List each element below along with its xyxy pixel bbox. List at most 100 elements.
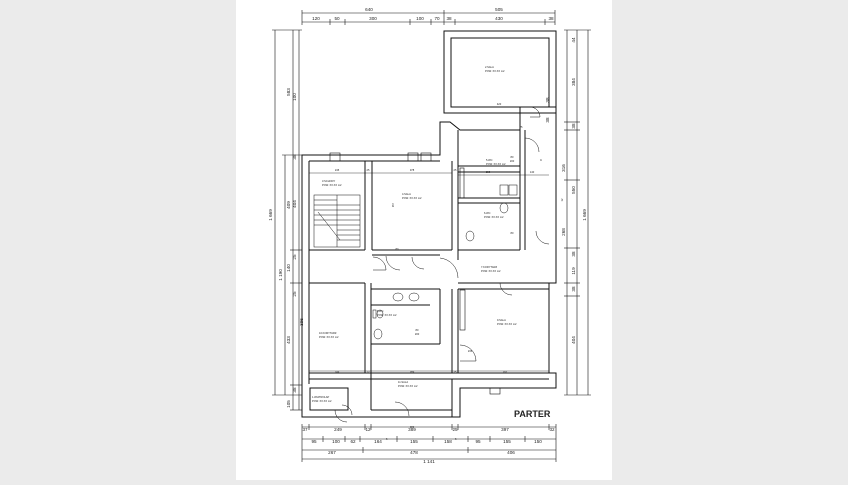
dim-interior: 12 bbox=[560, 198, 564, 201]
dim-interior: 25 bbox=[520, 125, 523, 129]
dim-interior: 140 bbox=[530, 170, 535, 174]
room-sublabel-1: POW. XX.XX m2 bbox=[312, 399, 332, 403]
dim-top-seg: 300 bbox=[369, 16, 377, 21]
room-sublabel-8: POW. XX.XX m2 bbox=[377, 313, 397, 317]
dim-right-outer: 316 bbox=[561, 164, 566, 172]
dim-right-outer: 119 bbox=[571, 267, 576, 275]
room-sublabel-4: POW. XX.XX m2 bbox=[402, 196, 422, 200]
room-sublabel-9: POW. XX.XX m2 bbox=[497, 322, 517, 326]
dim-bottom-row2: 62 bbox=[350, 439, 356, 444]
left-dimension-lines bbox=[272, 29, 302, 411]
dim-bottom-row3: 478 bbox=[410, 450, 418, 455]
dim-bottom-row1: 37 bbox=[302, 427, 308, 432]
dim-left-outer: 105 bbox=[286, 400, 291, 408]
drawing-sheet: 640 505 120 50 300 100 70 38 430 38 1 66… bbox=[236, 0, 612, 480]
room-label-5: 5.WC bbox=[486, 158, 493, 162]
room-label-11: 11.SALA bbox=[398, 380, 408, 384]
dim-right-inner: 44 bbox=[571, 37, 576, 43]
dim-top-overall-right: 505 bbox=[495, 7, 503, 12]
dim-top-seg: 50 bbox=[334, 16, 340, 21]
dim-bottom-row2: 164 bbox=[374, 439, 382, 444]
dim-interior: 235 bbox=[468, 349, 473, 353]
room-sublabel-3: POW. XX.XX m2 bbox=[322, 183, 342, 187]
dim-top-seg: 38 bbox=[446, 16, 452, 21]
dim-bottom-row2: 150 bbox=[534, 439, 542, 444]
dim-right-overall: 1 669 bbox=[582, 209, 587, 221]
dim-interior: 357 bbox=[391, 202, 395, 207]
dim-bottom-row2: 158 bbox=[444, 439, 452, 444]
room-label-1: 1.WIATROLAP bbox=[312, 395, 330, 399]
dim-right-inner: 38 bbox=[545, 117, 550, 123]
dim-left-outer: 583 bbox=[286, 88, 291, 96]
dim-left-outer: 433 bbox=[286, 336, 291, 344]
dim-bottom-row2-sup: 5 bbox=[455, 437, 457, 441]
dim-left-inner: 404 bbox=[292, 200, 297, 208]
room-sublabel-11: POW. XX.XX m2 bbox=[398, 384, 418, 388]
dim-interior: 420 bbox=[497, 102, 502, 106]
dim-right-outer: 550 bbox=[571, 186, 576, 194]
room-label-10: 10.KORYTARZ bbox=[319, 331, 337, 335]
room-sublabel-10: POW. XX.XX m2 bbox=[319, 335, 339, 339]
dim-right-inner: 38 bbox=[545, 97, 550, 103]
dim-interior: 25 bbox=[454, 168, 457, 172]
drawing-title: PARTER bbox=[514, 409, 551, 419]
dim-interior: 80 bbox=[396, 247, 399, 251]
room-sublabel-2: POW. XX.XX m2 bbox=[485, 69, 505, 73]
dim-left-inner: 25 bbox=[292, 291, 297, 297]
dim-interior: 80 bbox=[511, 155, 514, 159]
dim-bottom-row2: 155 bbox=[410, 439, 418, 444]
dim-bottom-row2: 100 bbox=[332, 439, 340, 444]
dim-bottom-row2: 155 bbox=[503, 439, 511, 444]
dim-bottom-row1: 389 bbox=[408, 427, 416, 432]
dim-bottom-row3: 267 bbox=[328, 450, 336, 455]
room-label-9: 9.SALA bbox=[497, 318, 506, 322]
dim-left-outer: 140 bbox=[286, 264, 291, 272]
dim-bottom-row3: 406 bbox=[507, 450, 515, 455]
dim-right-outer: 404 bbox=[571, 336, 576, 344]
floor-plan: 640 505 120 50 300 100 70 38 430 38 1 66… bbox=[268, 7, 591, 464]
dim-top-seg: 120 bbox=[312, 16, 320, 21]
dim-left-inner: 100 bbox=[292, 93, 297, 101]
dim-right-inner: 38 bbox=[571, 286, 576, 292]
dim-top-seg: 70 bbox=[434, 16, 440, 21]
dim-top-overall-left: 640 bbox=[365, 7, 373, 12]
room-sublabel-7: POW. XX.XX m2 bbox=[481, 269, 501, 273]
dim-bottom-overall: 1 141 bbox=[423, 459, 435, 464]
dim-interior: 25 bbox=[367, 168, 370, 172]
staircase bbox=[313, 194, 361, 248]
dim-interior: 8 bbox=[539, 159, 543, 161]
dim-bottom-row1: 249 bbox=[334, 427, 342, 432]
sanitary-fixtures bbox=[372, 184, 518, 340]
room-label-6: 6.WC bbox=[484, 211, 491, 215]
dim-top-seg: 430 bbox=[495, 16, 503, 21]
dim-bottom-row2: 95 bbox=[311, 439, 317, 444]
dim-right-outer: 384 bbox=[571, 78, 576, 86]
interior-dim-lines bbox=[309, 106, 549, 372]
dim-interior: 397 bbox=[503, 370, 508, 374]
dim-left-inner: 25 bbox=[292, 254, 297, 260]
walls bbox=[301, 30, 557, 418]
dim-right-inner: 38 bbox=[571, 123, 576, 129]
dim-left-overall: 1 190 bbox=[278, 269, 283, 281]
dim-top-seg: 100 bbox=[416, 16, 424, 21]
bottom-dimension-lines bbox=[301, 424, 557, 462]
dim-left-overall: 1 669 bbox=[268, 209, 273, 221]
room-label-8: 8.WC bbox=[377, 309, 384, 313]
dim-interior: 80 bbox=[416, 328, 419, 332]
room-label-7: 7.KORYTARZ bbox=[481, 265, 497, 269]
dim-bottom-row1: 32 bbox=[549, 427, 555, 432]
dim-left-outer: 409 bbox=[286, 201, 291, 209]
dim-interior: 378 bbox=[410, 168, 415, 172]
dim-interior: 12 bbox=[367, 370, 370, 374]
right-dimension-lines bbox=[564, 29, 591, 396]
dim-left-inner: 38 bbox=[292, 387, 297, 393]
dim-bottom-row1: 12 bbox=[365, 427, 371, 432]
top-dimension-lines bbox=[301, 10, 556, 25]
dim-bottom-row1: 25 bbox=[452, 427, 458, 432]
dim-interior: 200 bbox=[510, 159, 515, 163]
room-label-3: 3.SCHODY bbox=[322, 179, 336, 183]
dim-interior: 80 bbox=[511, 231, 514, 235]
dim-interior: 389 bbox=[410, 425, 415, 429]
dim-interior: 25 bbox=[454, 370, 457, 374]
dim-bottom-row1: 397 bbox=[501, 427, 509, 432]
